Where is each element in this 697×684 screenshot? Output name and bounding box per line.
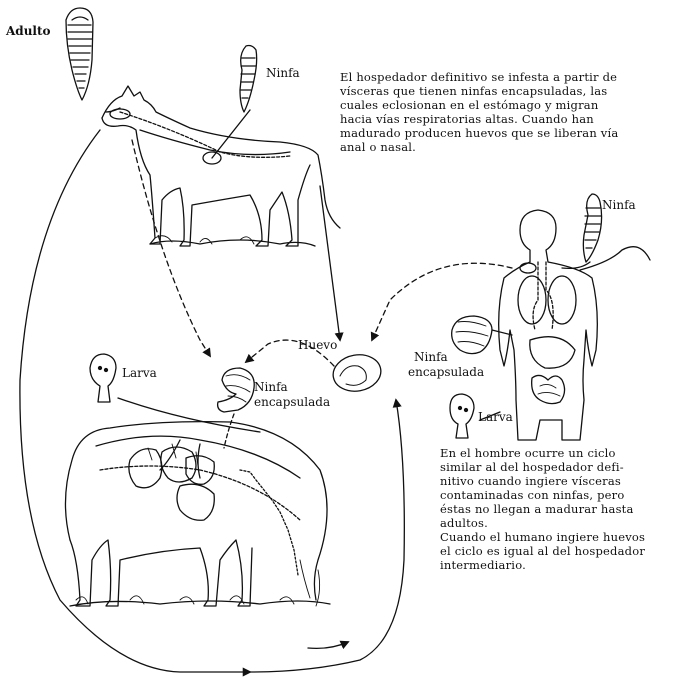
para1-line-4: hacia vías respiratorias altas. Cuando h…: [340, 112, 618, 126]
human-encapsulated-nymph: [452, 316, 512, 354]
label-huevo: Huevo: [298, 338, 337, 352]
label-ninfa-encapsulada-right: Ninfa encapsulada: [408, 350, 484, 380]
label-ninfa-dog: Ninfa: [266, 66, 300, 80]
para2-line-5: éstas no llegan a madurar hasta: [440, 502, 645, 516]
para1-line-2: vísceras que tienen ninfas encapsuladas,…: [340, 84, 618, 98]
label-ninfa-encap-right-line-2: encapsulada: [408, 365, 484, 380]
label-larva-left: Larva: [122, 366, 157, 380]
para1-line-6: anal o nasal.: [340, 140, 618, 154]
label-larva-right: Larva: [478, 410, 513, 424]
label-ninfa-encapsulada-center: Ninfa encapsulada: [254, 380, 330, 410]
label-ninfa-encap-center-line-2: encapsulada: [254, 395, 330, 410]
human-nymph-illustration: [583, 194, 601, 262]
arrow-center-nymph-to-ruminant: [224, 414, 234, 448]
cycle-loop-left: [20, 130, 250, 672]
ruminant-host-illustration: [65, 422, 330, 606]
label-ninfa-human: Ninfa: [602, 198, 636, 212]
label-ninfa-encap-center-line-1: Ninfa: [254, 380, 330, 395]
paragraph-definitive-host: El hospedador definitivo se infesta a pa…: [340, 70, 618, 154]
para1-line-3: cuales eclosionan en el estómago y migra…: [340, 98, 618, 112]
para1-line-1: El hospedador definitivo se infesta a pa…: [340, 70, 618, 84]
egg-illustration: [330, 351, 384, 395]
para2-line-3: nitivo cuando ingiere vísceras: [440, 474, 645, 488]
adult-worm-illustration: [66, 8, 93, 100]
human-larva-illustration: [450, 394, 474, 438]
label-ninfa-encap-right-line-1: Ninfa: [408, 350, 484, 365]
para2-line-7: Cuando el humano ingiere huevos: [440, 530, 645, 544]
paragraph-human: En el hombre ocurre un ciclo similar al …: [440, 446, 645, 572]
para2-line-1: En el hombre ocurre un ciclo: [440, 446, 645, 460]
para2-line-2: similar al del hospedador defi-: [440, 460, 645, 474]
para2-line-8: el ciclo es igual al del hospedador: [440, 544, 645, 558]
para2-line-9: intermediario.: [440, 558, 645, 572]
dog-host-illustration: [102, 86, 340, 246]
dog-nymph-illustration: [212, 46, 257, 159]
cycle-loop-return: [308, 642, 348, 648]
center-encapsulated-nymph: [218, 368, 255, 412]
cycle-loop-bottom: [250, 400, 404, 672]
arrow-dog-to-center-nymph: [132, 140, 210, 356]
para1-line-5: madurado producen huevos que se liberan …: [340, 126, 618, 140]
label-adulto: Adulto: [6, 24, 51, 38]
arrow-human-to-egg: [372, 263, 512, 340]
human-host-illustration: [499, 210, 650, 440]
arrow-dog-to-egg: [320, 186, 340, 340]
para2-line-4: contaminadas con ninfas, pero: [440, 488, 645, 502]
para2-line-6: adultos.: [440, 516, 645, 530]
